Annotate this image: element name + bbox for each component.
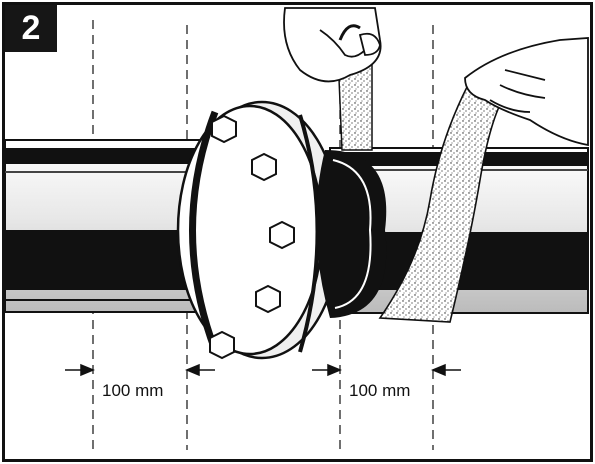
tape-wrap-right	[378, 84, 507, 323]
hand-top	[283, 7, 382, 83]
pipe-flange	[176, 100, 342, 360]
bolt	[209, 330, 235, 360]
wrapped-joint-collar	[316, 150, 387, 318]
bolt	[269, 220, 295, 250]
left-pipe	[4, 139, 206, 313]
step-number-badge: 2	[5, 5, 57, 52]
dimension-arrow-right	[312, 363, 461, 377]
dimension-arrow-left	[65, 363, 215, 377]
dimension-label-right: 100 mm	[347, 381, 413, 401]
bolt	[255, 284, 281, 314]
bolt	[211, 114, 237, 144]
flange-bolts	[209, 114, 295, 360]
dimension-label-left: 100 mm	[100, 381, 166, 401]
hand-right	[464, 37, 589, 147]
bolt	[251, 152, 277, 182]
